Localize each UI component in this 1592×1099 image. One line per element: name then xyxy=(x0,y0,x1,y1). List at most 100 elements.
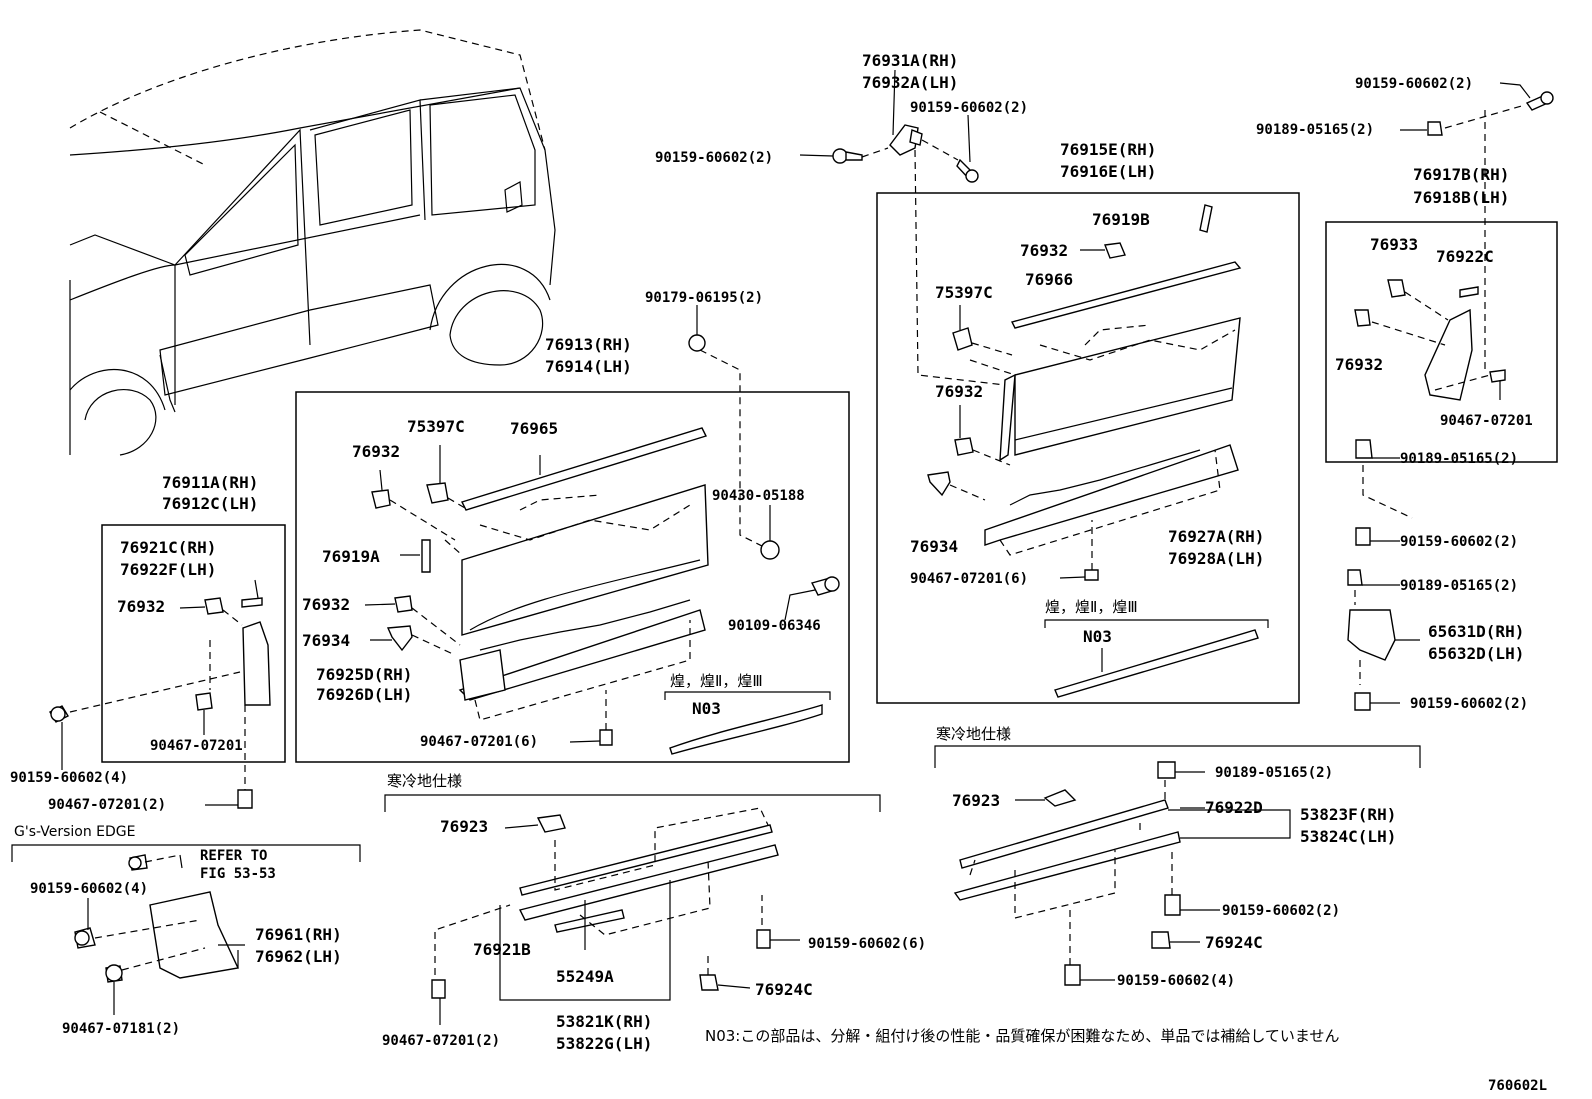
label-76923: 76923 xyxy=(440,817,488,836)
grade-text: 煌，煌Ⅱ，煌Ⅲ xyxy=(670,672,763,690)
bolt-icon xyxy=(921,114,979,183)
label-76918b: 76918B(LH) xyxy=(1413,188,1509,207)
label-76928a: 76928A(LH) xyxy=(1168,549,1264,568)
label-bolt: 90159-60602(4) xyxy=(30,881,148,897)
bolt-icon xyxy=(49,671,241,770)
mudguard-76917b xyxy=(1424,308,1473,401)
mudguard-76911a xyxy=(242,621,271,706)
label-76914: 76914(LH) xyxy=(545,357,632,376)
strip-76919a xyxy=(400,539,431,573)
label-washer: 90430-05188 xyxy=(712,488,805,504)
screw-icon xyxy=(205,705,253,809)
label-65632d: 65632D(LH) xyxy=(1428,644,1524,663)
label-76965: 76965 xyxy=(510,419,558,438)
label-76966: 76966 xyxy=(1025,270,1073,289)
label-76925d: 76925D(RH) xyxy=(316,665,412,684)
footnote: N03:この部品は、分解・組付け後の性能・品質確保が困難なため、単品では補給して… xyxy=(705,1027,1339,1045)
label-76933: 76933 xyxy=(1370,235,1418,254)
grade-text: 煌，煌Ⅱ，煌Ⅲ xyxy=(1045,598,1138,616)
assembly-box-76911a xyxy=(101,524,286,763)
label-76923: 76923 xyxy=(952,791,1000,810)
cold-spec-center xyxy=(384,794,881,1025)
label-76922d: 76922D xyxy=(1205,798,1263,817)
label-bolt: 90159-60602(2) xyxy=(910,100,1028,116)
garnish-76913 xyxy=(444,484,709,636)
label-76913: 76913(RH) xyxy=(545,335,632,354)
clip-icon xyxy=(426,445,466,509)
label-nut: 90189-05165(2) xyxy=(1400,578,1518,594)
strip-76921c xyxy=(241,579,263,608)
clip-icon xyxy=(1387,279,1449,321)
clip-icon xyxy=(1080,242,1126,259)
molding-76965 xyxy=(461,427,707,511)
label-76932a: 76932A(LH) xyxy=(862,73,958,92)
clip-icon xyxy=(371,469,456,541)
clip-76931a xyxy=(889,69,1006,386)
label-n03: N03 xyxy=(692,699,721,718)
label-76932: 76932 xyxy=(117,597,165,616)
label-53821k: 53821K(RH) xyxy=(556,1012,652,1031)
clip-icon xyxy=(954,405,1011,466)
clip-icon xyxy=(952,305,1013,356)
screw-icon xyxy=(195,640,213,735)
label-76927a: 76927A(RH) xyxy=(1168,527,1264,546)
refer-text: REFER TO xyxy=(200,848,267,864)
bracket-76927a xyxy=(984,444,1239,556)
vehicle-outline xyxy=(69,29,556,456)
label-75397c: 75397C xyxy=(935,283,993,302)
bolt-icon xyxy=(799,147,889,164)
label-76961: 76961(RH) xyxy=(255,925,342,944)
assembly-box-76917b xyxy=(1325,221,1558,463)
label-76932: 76932 xyxy=(352,442,400,461)
bracket-76925d xyxy=(458,599,706,721)
edge-section xyxy=(11,844,361,1015)
nut-icon xyxy=(1400,104,1526,370)
assembly-box-76915e xyxy=(876,192,1300,704)
cold-spec-title: 寒冷地仕様 xyxy=(387,772,462,790)
bolt-icon xyxy=(1354,692,1400,711)
figure-code: 760602L xyxy=(1488,1078,1547,1094)
molding-76966 xyxy=(1010,261,1242,329)
labels: 76931A(RH) 76932A(LH) 90159-60602(2) 901… xyxy=(10,51,1547,1094)
label-nut: 90189-05165(2) xyxy=(1400,451,1518,467)
label-nut: 90189-05165(2) xyxy=(1215,765,1333,781)
label-nut: 90189-05165(2) xyxy=(1256,122,1374,138)
label-bolt: 90159-60602(2) xyxy=(1410,696,1528,712)
label-76926d: 76926D(LH) xyxy=(316,685,412,704)
label-76919a: 76919A xyxy=(322,547,380,566)
label-n03: N03 xyxy=(1083,627,1112,646)
label-screw: 90467-07201(2) xyxy=(48,797,166,813)
pin-icon xyxy=(927,471,986,501)
label-76932: 76932 xyxy=(302,595,350,614)
label-53822g: 53822G(LH) xyxy=(556,1034,652,1053)
label-bolt: 90159-60602(2) xyxy=(655,150,773,166)
molding-n03 xyxy=(664,691,831,755)
label-53824c: 53824C(LH) xyxy=(1300,827,1396,846)
label-screw: 90467-07201 xyxy=(1440,413,1533,429)
cold-spec-right xyxy=(934,745,1421,986)
label-76934: 76934 xyxy=(302,631,350,650)
label-bolt: 90159-60602(4) xyxy=(1117,973,1235,989)
label-76911a: 76911A(RH) xyxy=(162,473,258,492)
label-76916e: 76916E(LH) xyxy=(1060,162,1156,181)
garnish-76915e xyxy=(969,317,1241,462)
pin-icon xyxy=(370,625,456,656)
label-76917b: 76917B(RH) xyxy=(1413,165,1509,184)
assembly-box-76913 xyxy=(295,391,850,763)
label-76922c: 76922C xyxy=(1436,247,1494,266)
label-bolt: 90159-60602(2) xyxy=(1222,903,1340,919)
label-76962: 76962(LH) xyxy=(255,947,342,966)
bolt-icon xyxy=(784,576,840,621)
label-53823f: 53823F(RH) xyxy=(1300,805,1396,824)
bolt-icon xyxy=(1355,527,1400,546)
label-76919b: 76919B xyxy=(1092,210,1150,229)
label-76912c: 76912C(LH) xyxy=(162,494,258,513)
label-bolt: 90159-60602(2) xyxy=(1400,534,1518,550)
nut-icon xyxy=(1355,439,1413,519)
label-76921b: 76921B xyxy=(473,940,531,959)
label-screw: 90467-07201 xyxy=(150,738,243,754)
strip-76919b xyxy=(1199,204,1213,233)
label-55249a: 55249A xyxy=(556,967,614,986)
label-screw: 90467-07201(2) xyxy=(382,1033,500,1049)
nut-icon xyxy=(1347,569,1400,605)
